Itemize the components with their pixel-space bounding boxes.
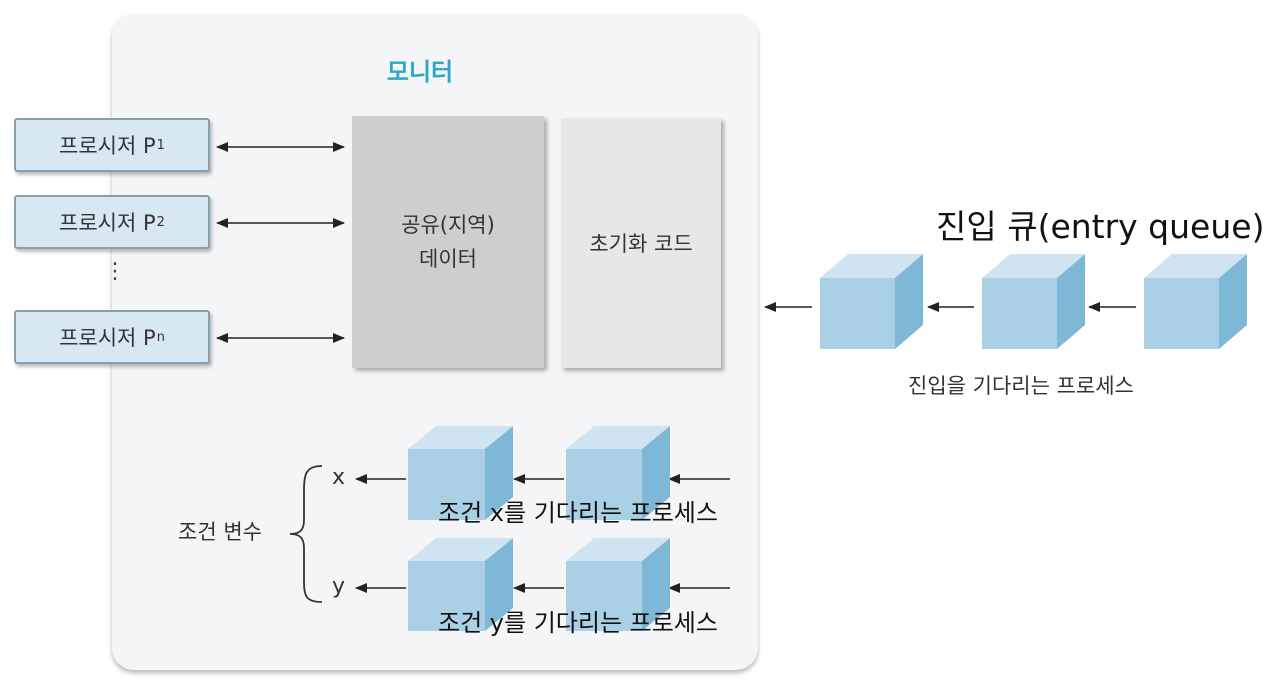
condition-x-caption: 조건 x를 기다리는 프로세스 bbox=[438, 499, 718, 527]
procedure-p2-subscript: 2 bbox=[156, 214, 165, 230]
init-code-box: 초기화 코드 bbox=[561, 118, 721, 368]
procedure-pn-subscript: n bbox=[156, 329, 165, 345]
entry-queue-cube-1 bbox=[820, 254, 923, 349]
condition-y-cube-1 bbox=[408, 538, 513, 631]
procedure-p2-label: 프로시저 P bbox=[59, 211, 156, 235]
init-code-label: 초기화 코드 bbox=[589, 232, 693, 256]
shared-data-line1: 공유(지역) bbox=[401, 213, 495, 237]
condition-y-name: y bbox=[332, 574, 346, 599]
entry-queue-cube-3 bbox=[1144, 254, 1247, 349]
condition-y-cube-2 bbox=[566, 538, 670, 631]
shared-data-line2: 데이터 bbox=[419, 247, 477, 271]
condition-x-name: x bbox=[332, 465, 346, 490]
condition-brace bbox=[289, 465, 323, 603]
condition-variable-label: 조건 변수 bbox=[178, 520, 262, 544]
entry-queue-title: 진입 큐(entry queue) bbox=[936, 207, 1265, 246]
condition-x-cube-1 bbox=[408, 426, 513, 520]
condition-y-caption: 조건 y를 기다리는 프로세스 bbox=[438, 609, 718, 637]
condition-x-cube-2 bbox=[566, 426, 670, 520]
shared-data-box: 공유(지역) 데이터 bbox=[352, 116, 544, 368]
entry-queue-cube-2 bbox=[982, 254, 1085, 349]
procedure-p1-subscript: 1 bbox=[156, 137, 165, 153]
procedure-p1-label: 프로시저 P bbox=[59, 134, 156, 158]
entry-queue-caption: 진입을 기다리는 프로세스 bbox=[908, 374, 1134, 398]
procedure-pn-label: 프로시저 P bbox=[59, 326, 156, 350]
monitor-title: 모니터 bbox=[386, 58, 454, 86]
